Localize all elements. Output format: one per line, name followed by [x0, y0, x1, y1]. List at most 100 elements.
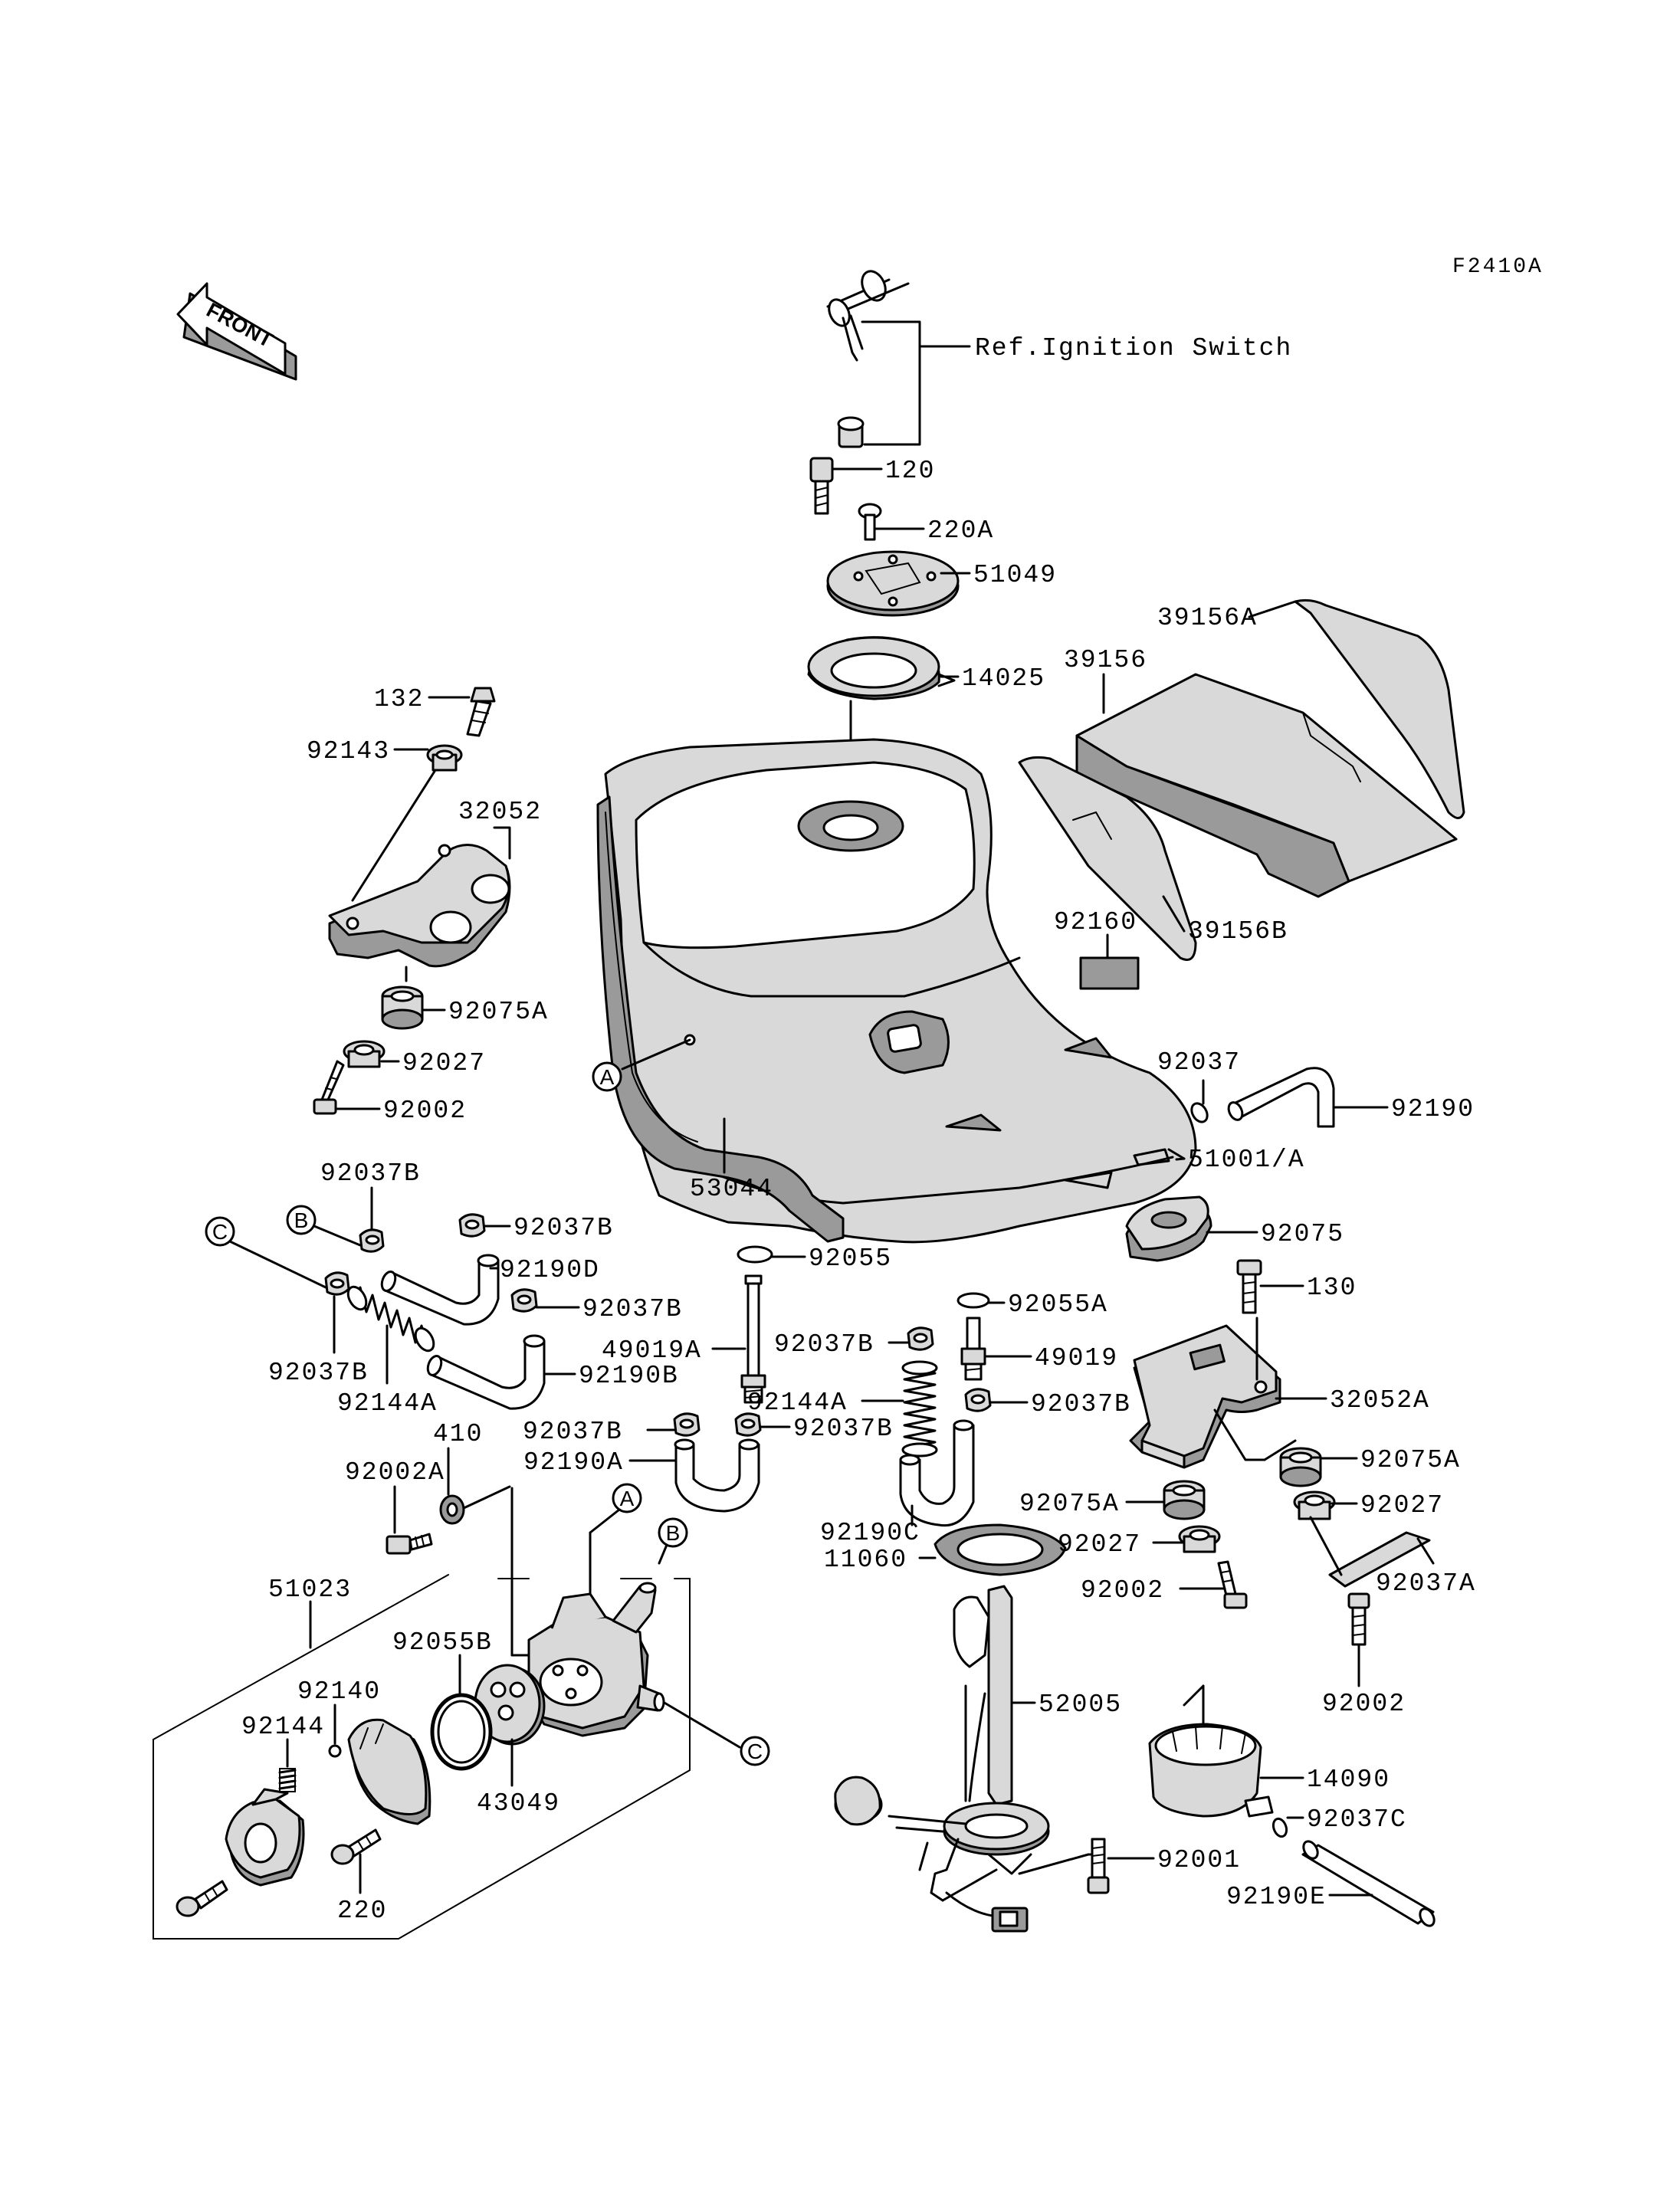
label-92027-upper: 92027: [402, 1049, 486, 1077]
label-92190B: 92190B: [579, 1362, 679, 1390]
label-92190C: 92190C: [820, 1519, 920, 1547]
holder-14090-icon: [1148, 1723, 1274, 1818]
insulator-39156b-icon: [1018, 756, 1197, 961]
damper-92075a-upper-icon: [381, 985, 424, 1030]
front-arrow-icon: FRONT: [176, 282, 297, 381]
label-32052A: 32052A: [1330, 1386, 1430, 1415]
o-ring-92055a-icon: [956, 1292, 990, 1309]
plate-92037a-icon: [1328, 1531, 1431, 1588]
label-49019: 49019: [1035, 1344, 1118, 1372]
callout-c-left: C: [205, 1216, 235, 1247]
collar-92027-right-icon: [1293, 1490, 1336, 1520]
label-410: 410: [433, 1420, 483, 1448]
label-39156B: 39156B: [1188, 917, 1288, 946]
hose-92190b-icon: [426, 1334, 546, 1410]
label-92055A: 92055A: [1008, 1290, 1108, 1319]
ignition-key-icon: [826, 270, 910, 362]
svg-text:C: C: [747, 1740, 763, 1763]
bolt-130-icon: [1236, 1259, 1262, 1314]
spring-92144-icon: [278, 1768, 297, 1792]
label-92055: 92055: [809, 1244, 892, 1273]
label-92075A-upper: 92075A: [448, 998, 549, 1026]
label-92037B-8: 92037B: [793, 1415, 894, 1443]
hose-92190a-icon: [674, 1438, 760, 1513]
screw-220-icon: [330, 1828, 382, 1865]
label-92037B-7: 92037B: [523, 1418, 623, 1446]
bolt-120-icon: [809, 457, 834, 515]
washer-410-icon: [439, 1494, 465, 1525]
clip-92037b-h-icon: [734, 1412, 762, 1437]
label-92190A: 92190A: [523, 1448, 624, 1477]
figure-code: F2410A: [1452, 255, 1544, 279]
label-92190D: 92190D: [500, 1256, 600, 1284]
callout-c-cock: C: [740, 1736, 770, 1766]
collar-92027-upper-icon: [343, 1040, 386, 1068]
label-14090: 14090: [1307, 1766, 1390, 1794]
label-92037B-1: 92037B: [320, 1159, 421, 1188]
label-92075A-right: 92075A: [1360, 1446, 1461, 1474]
trim-strip-53044-icon: [596, 795, 845, 1243]
spring-92144a-center-icon: [901, 1360, 938, 1458]
label-92144A-left: 92144A: [337, 1389, 438, 1418]
bolt-92001-icon: [1087, 1838, 1110, 1894]
spring-92144a-left-icon: [346, 1285, 435, 1353]
lever-knob-icon: [225, 1788, 305, 1887]
svg-text:A: A: [600, 1065, 615, 1089]
svg-text:B: B: [666, 1521, 681, 1545]
screw-lever-icon: [176, 1880, 228, 1917]
label-92002-upper: 92002: [383, 1097, 467, 1125]
fuel-tank-51001-icon: [604, 738, 1197, 1244]
hose-92190-icon: [1227, 1067, 1335, 1128]
valve-49019-icon: [960, 1317, 986, 1381]
bolt-92002-center-icon: [1217, 1560, 1248, 1609]
bolt-92002-upper-icon: [313, 1060, 345, 1115]
label-92002-right: 92002: [1322, 1690, 1406, 1718]
bolt-92002a-icon: [386, 1533, 433, 1555]
label-92075: 92075: [1261, 1220, 1344, 1248]
label-92143: 92143: [307, 737, 390, 766]
label-92037B-4: 92037B: [582, 1295, 683, 1323]
clip-92037b-b-icon: [324, 1271, 350, 1296]
label-92037A: 92037A: [1376, 1569, 1476, 1598]
clip-92037b-g-icon: [673, 1412, 701, 1437]
label-92037B-6: 92037B: [1031, 1390, 1131, 1418]
label-130: 130: [1307, 1274, 1357, 1302]
damper-92075a-center-icon: [1163, 1480, 1206, 1520]
label-92144: 92144: [241, 1713, 325, 1741]
label-52005: 52005: [1039, 1690, 1122, 1719]
label-92002A: 92002A: [345, 1458, 445, 1487]
label-92075A-center: 92075A: [1019, 1490, 1120, 1518]
label-92027-center: 92027: [1058, 1530, 1141, 1559]
cover-plate-icon: [347, 1718, 431, 1825]
o-ring-92055b-icon: [430, 1693, 493, 1771]
callout-a-tank: A: [592, 1061, 622, 1092]
fuel-pump-52005-icon: [834, 1585, 1050, 1902]
label-92190: 92190: [1391, 1095, 1475, 1123]
clip-92037-icon: [1190, 1102, 1209, 1123]
clip-92037c-icon: [1271, 1817, 1288, 1838]
label-51001A: 51001/A: [1188, 1146, 1305, 1174]
fuel-cock-body-icon: [527, 1582, 665, 1737]
connector-icon: [945, 1891, 1029, 1933]
label-92037: 92037: [1157, 1048, 1241, 1077]
label-92027-right: 92027: [1360, 1491, 1444, 1520]
o-ring-92055-icon: [737, 1245, 773, 1264]
hose-92190c-icon: [899, 1419, 975, 1527]
screw-220a-icon: [858, 503, 882, 541]
damper-92075a-right-icon: [1279, 1447, 1322, 1487]
callout-a-cock: A: [612, 1483, 642, 1513]
label-92037B-5: 92037B: [774, 1330, 874, 1359]
svg-text:C: C: [212, 1220, 228, 1244]
label-92190E: 92190E: [1226, 1883, 1327, 1911]
ref-ignition-note: Ref.Ignition Switch: [975, 334, 1292, 362]
label-sticker-92160-icon: [1079, 956, 1140, 990]
label-51023: 51023: [268, 1576, 352, 1604]
ball-92140-icon: [328, 1744, 342, 1758]
cap-plate-51049-icon: [826, 550, 960, 617]
gasket-11060-icon: [934, 1523, 1067, 1576]
label-92144A-center: 92144A: [747, 1389, 848, 1417]
label-92037B-2: 92037B: [268, 1359, 369, 1387]
clip-92037b-d-icon: [510, 1288, 538, 1313]
insulator-39156-icon: [1075, 673, 1458, 898]
